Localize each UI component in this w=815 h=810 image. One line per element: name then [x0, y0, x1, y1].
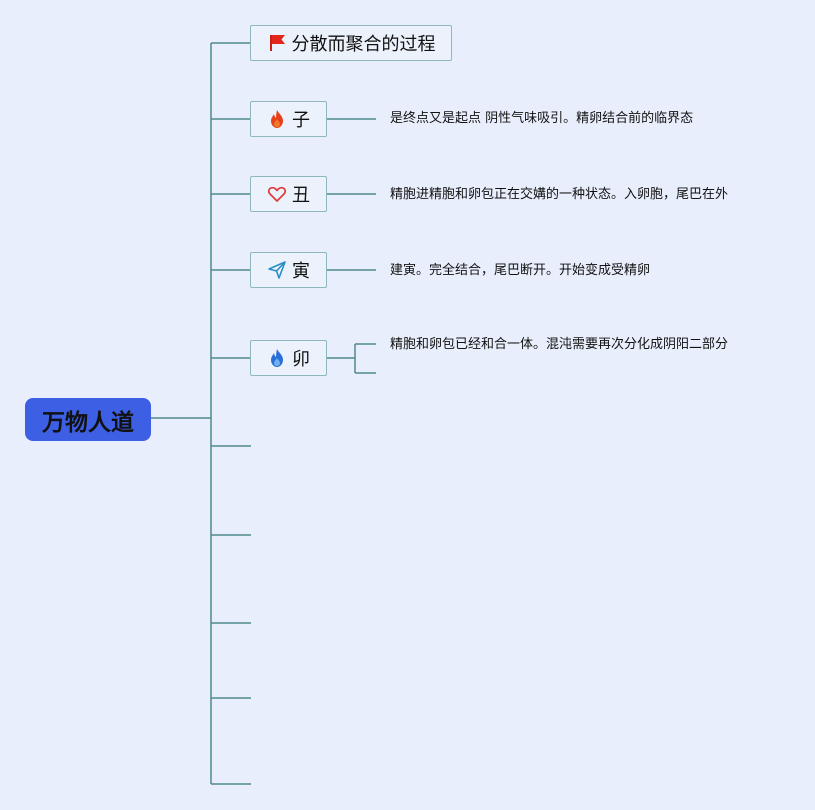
desc-yin: 建寅。完全结合，尾巴断开。开始变成受精卵 [390, 263, 651, 278]
topic-yin-label: 寅 [292, 261, 310, 282]
topic-title-label: 分散而聚合的过程 [291, 34, 436, 55]
desc-chou: 精胞进精胞和卵包正在交媾的一种状态。入卵胞，尾巴在外 [390, 187, 729, 202]
topic-title[interactable]: 分散而聚合的过程 [250, 25, 452, 61]
topic-chou[interactable]: 丑 [250, 176, 327, 212]
root-topic[interactable]: 万物人道 [25, 398, 151, 441]
topic-zi-label: 子 [292, 110, 310, 131]
paper-plane-icon [267, 260, 287, 280]
topic-mao-label: 卯 [292, 349, 310, 370]
root-label: 万物人道 [42, 409, 134, 436]
heart-outline-icon [267, 184, 287, 204]
desc-zi: 是终点又是起点 阴性气味吸引。精卵结合前的临界态 [390, 111, 694, 126]
topic-zi[interactable]: 子 [250, 101, 327, 137]
red-flag-icon [267, 33, 287, 53]
desc-mao: 精胞和卵包已经和合一体。混沌需要再次分化成阴阳二部分 [390, 337, 729, 352]
topic-mao[interactable]: 卯 [250, 340, 327, 376]
red-flame-icon [267, 109, 287, 129]
blue-flame-icon [267, 348, 287, 368]
topic-yin[interactable]: 寅 [250, 252, 327, 288]
topic-chou-label: 丑 [292, 185, 310, 206]
